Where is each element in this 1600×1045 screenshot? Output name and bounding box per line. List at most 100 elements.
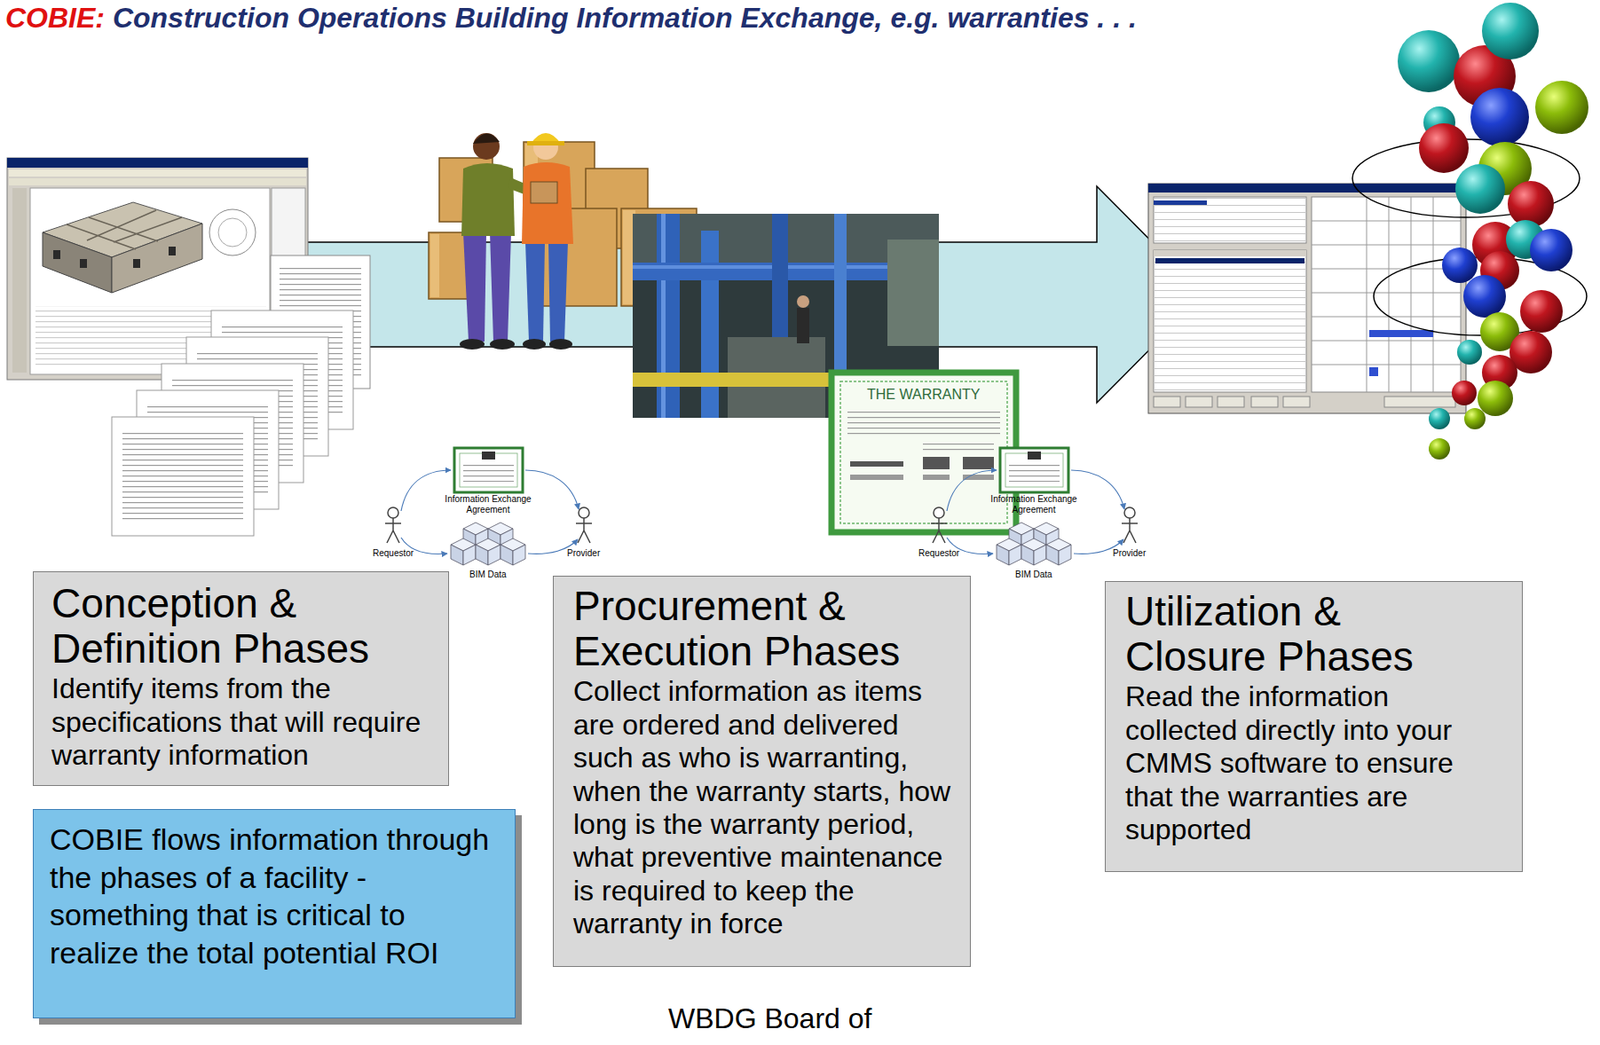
exchange-flow-arrows-part xyxy=(525,470,579,510)
cmms-software-screenshot-part xyxy=(1369,367,1379,377)
phase-box: Utilization & Closure PhasesRead the inf… xyxy=(1104,581,1523,873)
cmms-software-screenshot-part xyxy=(1311,197,1461,393)
warranty-certificate-part xyxy=(922,441,994,451)
molecule-balls-part xyxy=(1442,247,1478,284)
molecule-balls-part xyxy=(1520,290,1563,333)
warranty-certificate-part xyxy=(847,409,1001,435)
icon-label: BIM Data xyxy=(469,569,507,581)
molecule-balls-part xyxy=(1529,228,1573,272)
workers-clipart-part xyxy=(549,338,573,350)
mechanical-room-photo-part xyxy=(796,295,810,308)
cmms-software-screenshot-part xyxy=(1311,197,1461,393)
workers-clipart-part xyxy=(525,241,545,342)
requestor-figure xyxy=(385,507,402,544)
bim-software-screenshot-part xyxy=(133,259,141,268)
provider-figure-part xyxy=(578,507,590,519)
bim-data-cubes xyxy=(450,522,526,566)
role-label: Provider xyxy=(1112,548,1146,560)
title-part: COBIE: xyxy=(5,1,105,34)
bim-software-screenshot-part xyxy=(12,188,27,373)
specification-documents-part xyxy=(122,429,244,524)
mechanical-room-photo-part xyxy=(661,213,666,418)
cmms-software-screenshot-part xyxy=(1148,183,1467,414)
cmms-software-screenshot-part xyxy=(1153,197,1307,244)
mechanical-room-photo-part xyxy=(796,307,810,344)
cmms-software-screenshot-part xyxy=(1283,396,1310,408)
workers-clipart-part xyxy=(522,338,546,350)
role-label: Provider xyxy=(567,548,600,560)
requestor-figure-part xyxy=(385,518,402,544)
bim-data-cubes-part xyxy=(488,544,501,566)
agreement-certificate-part xyxy=(454,448,523,493)
warranty-certificate-part xyxy=(840,381,1008,524)
certificate-title: THE WARRANTY xyxy=(866,386,980,403)
workers-clipart-part xyxy=(530,181,558,204)
warranty-certificate-part xyxy=(850,474,904,481)
provider-figure xyxy=(575,507,592,544)
workers-clipart-part xyxy=(548,241,568,342)
mechanical-room-photo-part xyxy=(656,213,680,418)
molecule-balls-part xyxy=(1535,80,1589,134)
mechanical-room-photo-part xyxy=(701,230,719,418)
provider-figure-part xyxy=(575,518,592,544)
molecule-balls-part xyxy=(1463,275,1506,318)
molecule-balls-part xyxy=(1477,380,1514,417)
molecule-balls-part xyxy=(1457,339,1482,365)
cmms-software-screenshot-part xyxy=(1153,200,1207,205)
cmms-software-screenshot-part xyxy=(1153,250,1307,257)
cmms-software-screenshot-part xyxy=(1153,197,1307,244)
bim-software-screenshot-part xyxy=(8,169,307,177)
cmms-software-screenshot-part xyxy=(1153,250,1307,393)
title: COBIE: Construction Operations Building … xyxy=(5,1,1390,35)
bim-data-cubes-part xyxy=(500,544,513,566)
workers-clipart-part xyxy=(527,141,565,146)
cmms-software-screenshot-part xyxy=(1155,258,1305,264)
bim-data-cubes-part xyxy=(463,544,476,566)
bim-data-cubes-part xyxy=(450,544,464,566)
specification-documents xyxy=(111,255,371,536)
role-label: Requestor xyxy=(372,548,414,560)
warranty-certificate xyxy=(831,372,1017,533)
bim-software-screenshot-part xyxy=(79,259,87,268)
exchange-flow-arrows xyxy=(401,470,579,554)
phase-description: Read the information collected directly … xyxy=(1125,680,1469,847)
molecule-balls-part xyxy=(1507,181,1554,228)
cmms-software-screenshot xyxy=(1148,183,1467,414)
icon-label: Information Exchange Agreement xyxy=(439,494,537,515)
phase-description: Collect information as items are ordered… xyxy=(573,675,954,942)
workers-clipart-part xyxy=(472,133,500,160)
exchange-flow-arrows-part xyxy=(401,470,451,512)
molecule-balls-part xyxy=(1451,380,1477,406)
cmms-software-screenshot-part xyxy=(1384,396,1456,408)
icon-label: Information Exchange Agreement xyxy=(985,494,1083,515)
workers-clipart-part xyxy=(489,232,512,342)
agreement-certificate-part xyxy=(481,451,496,460)
warranty-certificate-part xyxy=(922,474,950,481)
bim-software-screenshot-part xyxy=(111,223,203,293)
workers-clipart-part xyxy=(472,133,500,144)
requestor-figure-part xyxy=(387,507,399,519)
orbit-rings xyxy=(1352,139,1587,336)
cmms-software-screenshot-part xyxy=(1369,330,1434,338)
molecule-balls-part xyxy=(1481,2,1539,60)
callout-box: COBIE flows information through the phas… xyxy=(32,809,516,1019)
warranty-certificate-part xyxy=(850,461,904,467)
callout-text: COBIE flows information through the phas… xyxy=(49,820,499,972)
exchange-icon-set xyxy=(930,448,1138,566)
molecule-balls-part xyxy=(1464,408,1486,430)
footer-text: WBDG Board of xyxy=(668,1002,872,1036)
workers-clipart-part-part xyxy=(430,234,440,298)
phase-description: Identify items from the specifications t… xyxy=(51,672,431,773)
cmms-software-screenshot-part xyxy=(1217,396,1245,408)
role-label: Requestor xyxy=(918,548,960,560)
agreement-certificate-part xyxy=(463,464,514,482)
molecule-balls-part xyxy=(1470,87,1530,147)
molecule-balls-part xyxy=(1428,438,1451,460)
bim-software-screenshot-part xyxy=(168,246,176,256)
warranty-certificate-part xyxy=(831,372,1017,533)
phase-box: Conception & Definition PhasesIdentify i… xyxy=(32,571,450,787)
phase-heading: Utilization & Closure Phases xyxy=(1125,589,1469,679)
mechanical-room-photo-part xyxy=(887,239,939,347)
bim-software-screenshot-part xyxy=(8,178,307,186)
